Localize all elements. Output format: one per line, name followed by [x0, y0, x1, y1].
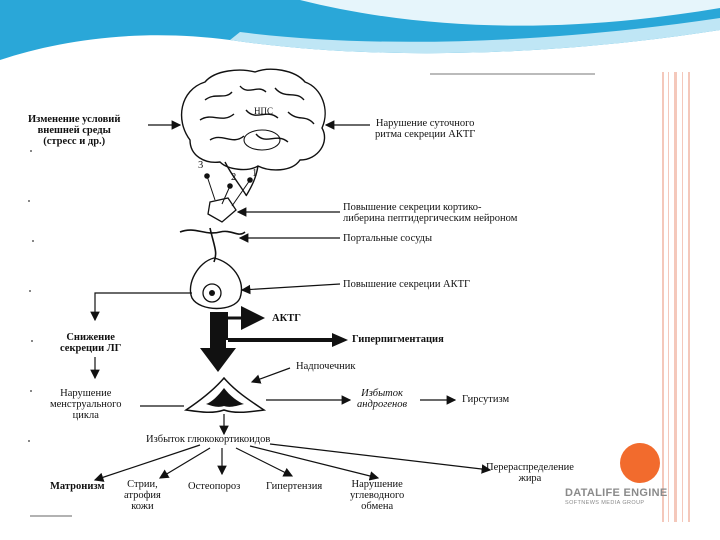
label-menstrual-disorder: Нарушение менструального цикла — [50, 388, 121, 421]
margin-marks — [28, 150, 34, 442]
orange-circle-decoration — [620, 443, 660, 483]
label-androgen-excess: Избыток андрогенов — [357, 388, 407, 410]
label-line: либерина пептидергическим нейроном — [343, 213, 518, 224]
label-neuron-1: 1 — [252, 168, 258, 179]
label-fat-redistribution: Перераспределение жира — [486, 462, 574, 484]
label-brain-tag: НПС — [254, 106, 274, 116]
label-line: углеводного — [350, 490, 405, 501]
label-hirsutism: Гирсутизм — [462, 394, 510, 405]
label-line: жира — [518, 473, 542, 484]
header-wave-band — [0, 0, 720, 60]
label-line: Нарушение суточного — [375, 118, 475, 129]
label-line: атрофия — [124, 490, 161, 501]
label-carb-metabolism: Нарушение углеводного обмена — [350, 479, 404, 512]
label-environment-change: Изменение условий внешней среды (стресс … — [28, 114, 120, 147]
pituitary-cell — [202, 283, 222, 303]
label-line: кожи — [131, 501, 154, 512]
label-osteoporosis: Остеопороз — [188, 481, 241, 492]
label-line: (стресс и др.) — [43, 136, 106, 147]
label-line: Стрии, — [127, 479, 158, 490]
watermark-logo: DATALIFE ENGINE SOFTNEWS MEDIA GROUP — [565, 487, 667, 506]
label-line: обмена — [361, 501, 394, 512]
brain-icon — [180, 68, 326, 197]
label-rhythm-disorder: Нарушение суточного ритма секреции АКТГ — [375, 118, 475, 140]
label-crh-secretion: Повышение секреции кортико- либерина пеп… — [343, 202, 517, 224]
label-neuron-2: 2 — [231, 172, 237, 183]
portal-vessels — [179, 227, 246, 263]
label-portal-vessels: Портальные сосуды — [343, 233, 433, 244]
label-acth: АКТГ — [272, 313, 301, 324]
watermark-subtitle: SOFTNEWS MEDIA GROUP — [565, 500, 645, 506]
label-line: внешней среды — [37, 125, 111, 136]
label-line: секреции ЛГ — [60, 343, 122, 354]
label-line: Повышение секреции кортико- — [343, 202, 482, 213]
watermark-title: DATALIFE ENGINE — [565, 487, 668, 499]
label-line: ритма секреции АКТГ — [375, 129, 476, 140]
label-glucocorticoid-excess: Избыток глюкокортикоидов — [146, 434, 271, 445]
label-lh-decrease: Снижение секреции ЛГ — [60, 332, 121, 354]
label-line: Нарушение — [60, 388, 112, 399]
label-neuron-3: 3 — [198, 160, 204, 171]
label-line: Нарушение — [351, 479, 403, 490]
neuron-stalk — [207, 197, 237, 223]
label-line: менструального — [50, 399, 122, 410]
label-line: цикла — [72, 410, 99, 421]
label-line: Избыток — [361, 388, 403, 399]
side-stripes — [662, 72, 690, 522]
label-line: Изменение условий — [28, 114, 121, 125]
label-adrenal: Надпочечник — [296, 361, 356, 372]
label-hyperpigmentation: Гиперпигментация — [352, 334, 444, 345]
header-wave-white — [300, 0, 720, 26]
label-acth-increase: Повышение секреции АКТГ — [343, 279, 471, 290]
label-line: Перераспределение — [486, 462, 574, 473]
label-line: андрогенов — [357, 399, 408, 410]
label-hypertension: Гипертензия — [266, 481, 323, 492]
adrenal-gland — [183, 376, 267, 414]
label-line: Снижение — [66, 332, 115, 343]
pituitary-gland — [189, 257, 243, 310]
label-striae: Стрии, атрофия кожи — [124, 479, 161, 512]
acth-big-arrow — [200, 312, 236, 372]
header-wave-light — [230, 18, 720, 54]
label-matronism: Матронизм — [50, 481, 105, 492]
